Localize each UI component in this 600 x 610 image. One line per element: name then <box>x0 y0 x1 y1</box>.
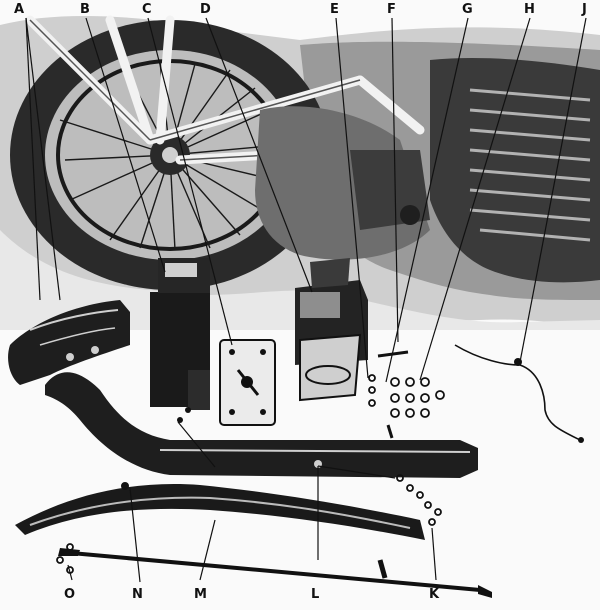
label-f: F <box>387 2 396 17</box>
label-j: J <box>581 2 587 17</box>
label-h: H <box>524 2 535 17</box>
label-d: D <box>200 2 211 17</box>
label-a: A <box>14 2 24 17</box>
label-l: L <box>311 587 319 602</box>
label-m: M <box>194 587 207 602</box>
label-b: B <box>80 2 90 17</box>
motorcycle-background <box>0 16 600 330</box>
label-k: K <box>429 587 440 602</box>
label-e: E <box>330 2 339 17</box>
label-n: N <box>132 587 143 602</box>
label-c: C <box>142 2 152 17</box>
bottom-labels: O N M L K <box>64 587 440 602</box>
top-labels: A B C D E F G H J <box>14 2 587 17</box>
label-o: O <box>64 587 75 602</box>
label-g: G <box>462 2 473 17</box>
